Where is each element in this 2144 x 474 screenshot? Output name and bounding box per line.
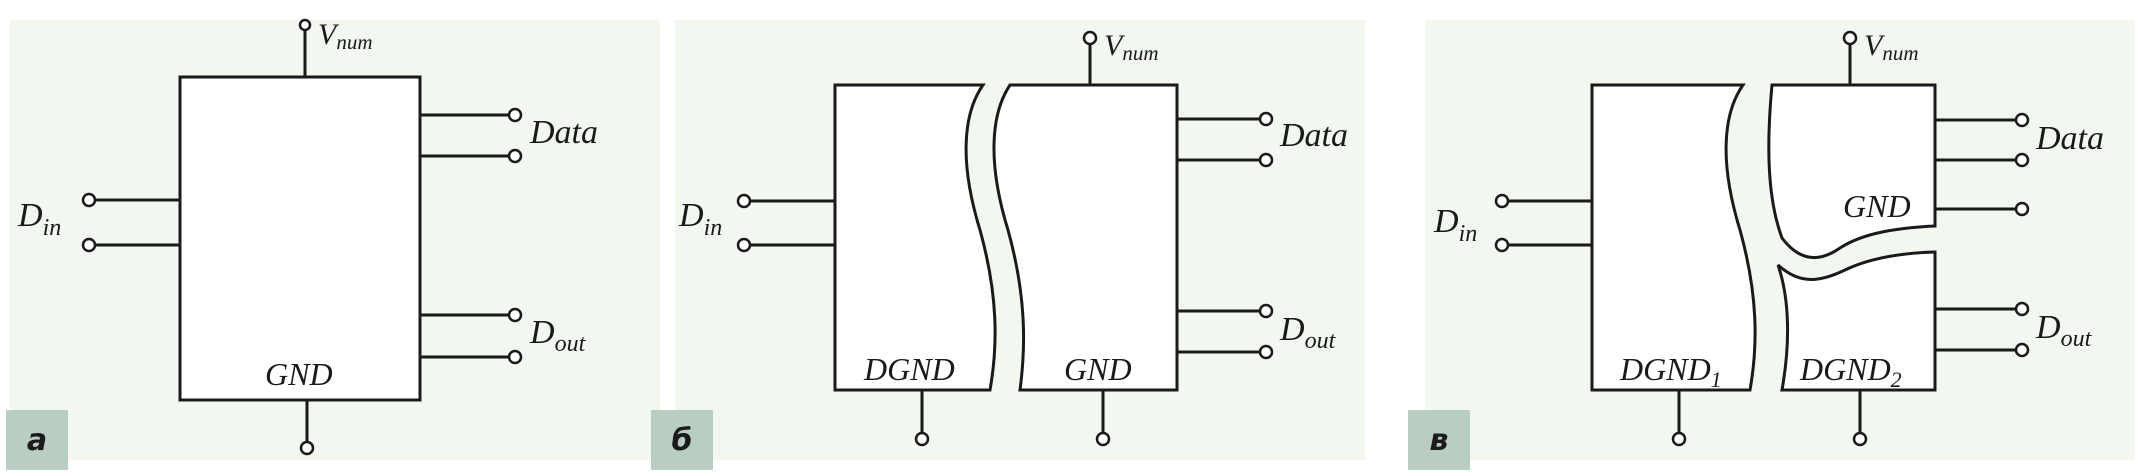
din-label: Din	[678, 197, 722, 241]
dout-label: Dout	[529, 314, 587, 357]
gnd-label: GND	[265, 356, 333, 392]
panel-c-diagram: Vnum Din Data GND Dout DGND1 DGND2	[1433, 29, 2104, 447]
analog-block	[992, 83, 1179, 392]
gnd-pin	[299, 440, 315, 456]
dout-pin-1	[507, 307, 523, 323]
panel-b-tag: б	[651, 410, 713, 470]
din-pin-2	[1494, 237, 1510, 253]
dout-pin-2	[2014, 342, 2030, 358]
panel-c-tag: в	[1408, 410, 1470, 470]
data-pin-2	[507, 148, 523, 164]
vnum-pin	[1842, 30, 1858, 46]
analog-block	[1767, 83, 1937, 259]
dgnd2-label: DGND2	[1799, 351, 1902, 392]
data-label: Data	[529, 114, 598, 151]
din-label: Din	[17, 197, 61, 241]
digital-block	[833, 83, 997, 392]
din-pin-1	[81, 192, 97, 208]
data-pin-1	[1258, 111, 1274, 127]
vnum-pin	[1082, 30, 1098, 46]
din-label: Din	[1433, 203, 1477, 247]
dgnd-pin	[914, 431, 930, 447]
chip-body	[178, 75, 422, 402]
dgnd1-pin	[1671, 431, 1687, 447]
dgnd1-label: DGND1	[1619, 351, 1722, 392]
panel-a-diagram: Vnum Din Data Dout GND	[17, 18, 598, 456]
vnum-label: Vnum	[1104, 29, 1159, 65]
dout-label: Dout	[1279, 311, 1337, 354]
vnum-label: Vnum	[318, 18, 373, 54]
dout-pin-2	[507, 349, 523, 365]
gnd-label: GND	[1843, 188, 1911, 224]
data-pin-2	[2014, 152, 2030, 168]
data-label: Data	[1279, 117, 1348, 154]
din-pin-2	[736, 237, 752, 253]
panel-b-diagram: Vnum Din Data Dout DGND GND	[678, 29, 1348, 447]
dgnd-label: DGND	[863, 351, 955, 387]
gnd-label: GND	[1064, 351, 1132, 387]
din-pin-2	[81, 237, 97, 253]
gnd-pin	[2014, 201, 2030, 217]
data-label: Data	[2035, 120, 2104, 157]
gnd-pin	[1095, 431, 1111, 447]
dout-pin-1	[2014, 301, 2030, 317]
dout-pin-2	[1258, 344, 1274, 360]
data-pin-1	[507, 107, 523, 123]
dout-pin-1	[1258, 303, 1274, 319]
vnum-label: Vnum	[1864, 29, 1919, 65]
din-pin-1	[1494, 193, 1510, 209]
panel-a-tag: а	[6, 410, 68, 470]
data-pin-1	[2014, 112, 2030, 128]
dgnd2-pin	[1852, 431, 1868, 447]
vnum-pin	[298, 18, 312, 32]
digital-block-2	[1776, 250, 1937, 392]
digital-block-1	[1590, 83, 1757, 392]
din-pin-1	[736, 193, 752, 209]
dout-label: Dout	[2035, 309, 2093, 352]
data-pin-2	[1258, 152, 1274, 168]
